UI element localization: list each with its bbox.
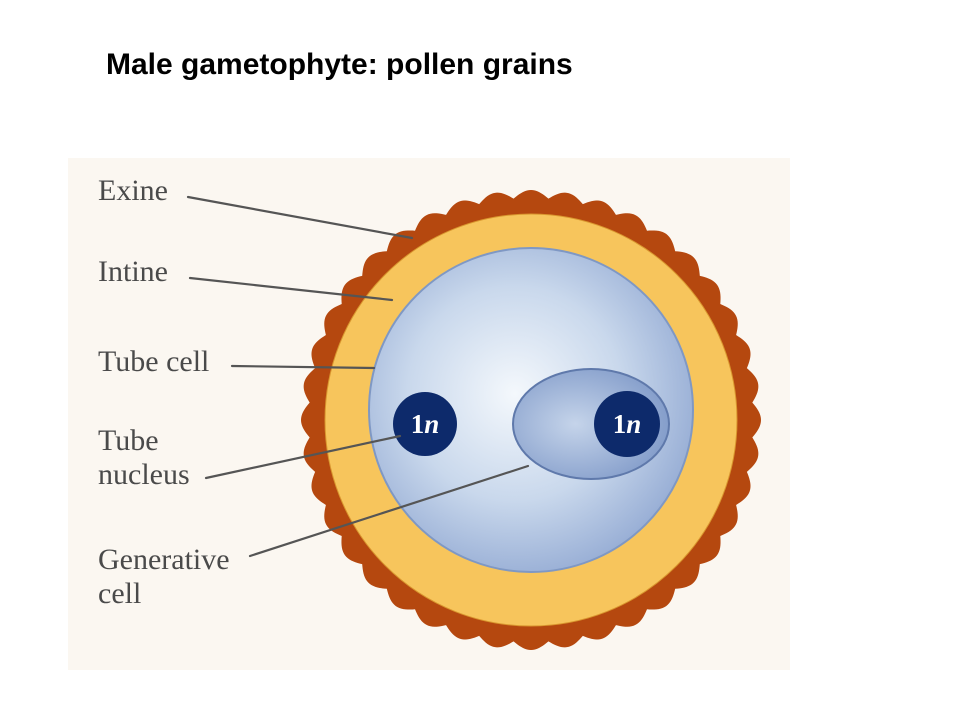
- intine-label: Intine: [98, 255, 168, 288]
- slide-title: Male gametophyte: pollen grains: [106, 48, 573, 81]
- tube-nucleus: [393, 392, 457, 456]
- tube-nucleus-leader-line: [204, 434, 402, 480]
- exine-label: Exine: [98, 174, 168, 207]
- intine-inner-edge: [324, 213, 738, 627]
- tube-cell-leader-line: [230, 364, 376, 370]
- intine-leader-line: [188, 276, 394, 302]
- tube-nucleus-label: Tube nucleus: [98, 424, 190, 491]
- exine-leader-line: [186, 195, 414, 240]
- generative-nucleus-ploidy: 1n: [613, 409, 642, 439]
- generative-nucleus: [594, 391, 660, 457]
- generative-cell-leader-line: [248, 464, 530, 558]
- tube-cell-label: Tube cell: [98, 345, 210, 378]
- generative-cell-label: Generative cell: [98, 543, 230, 610]
- tube-nucleus-ploidy: 1n: [411, 409, 440, 439]
